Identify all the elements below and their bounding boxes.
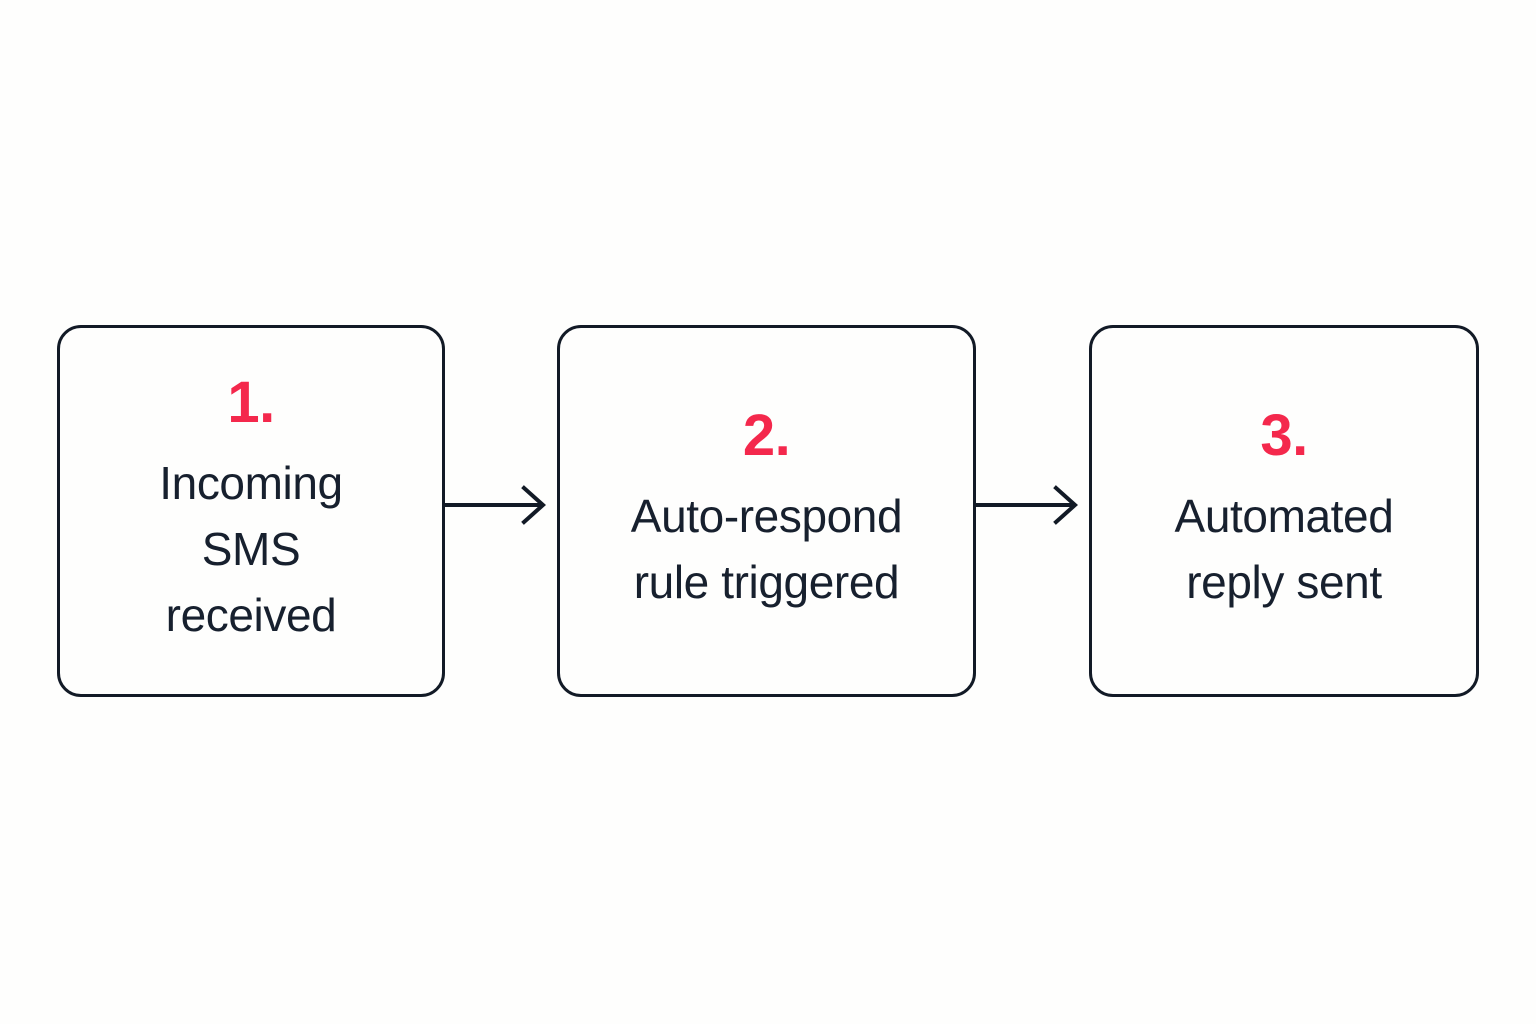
step-number-1: 1. xyxy=(227,369,275,435)
arrow-right-icon xyxy=(976,485,1078,525)
step-label-1: Incoming SMS received xyxy=(159,456,343,642)
arrow-step2-to-step3 xyxy=(976,480,1090,530)
arrow-step1-to-step2 xyxy=(444,480,558,530)
step-number-3: 3. xyxy=(1260,402,1308,468)
step-card-3: 3. Automated reply sent xyxy=(1089,325,1479,697)
step-card-2: 2. Auto-respond rule triggered xyxy=(557,325,976,697)
step-number-2: 2. xyxy=(742,402,791,468)
step-label-2: Auto-respond rule triggered xyxy=(630,489,903,608)
arrow-right-icon xyxy=(444,485,546,525)
step-card-1: 1. Incoming SMS received xyxy=(57,325,445,697)
step-label-3: Automated reply sent xyxy=(1174,489,1394,608)
